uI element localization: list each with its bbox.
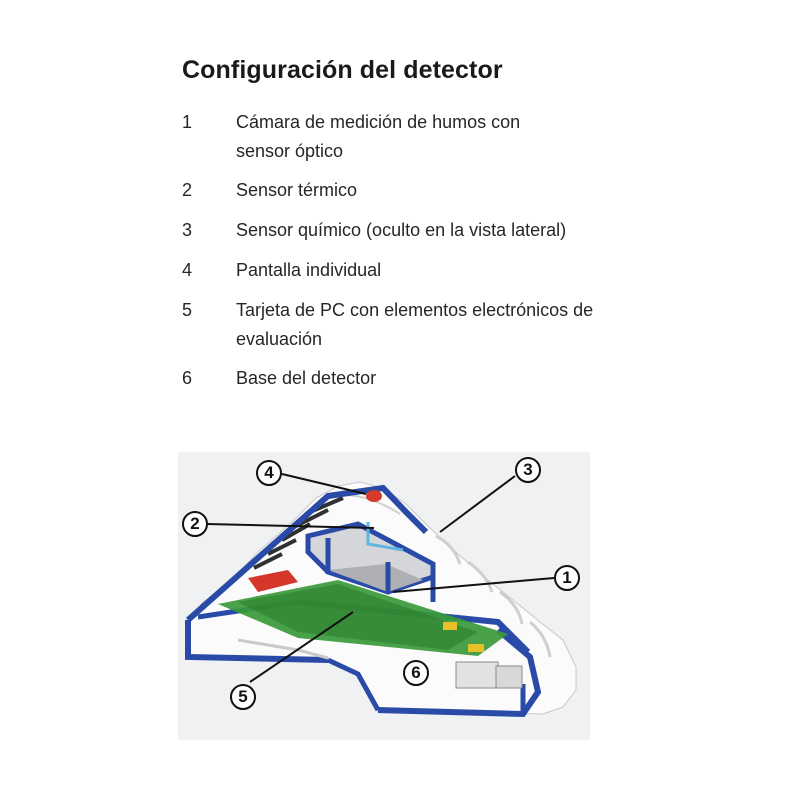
board-component-yellow [468,644,484,652]
leader-line-3 [439,475,516,533]
housing-frame [377,627,542,718]
leader-line-1 [392,577,555,593]
item-number: 4 [182,260,193,280]
base-ring [326,657,381,712]
housing-frame [185,620,329,663]
shell-rib [467,560,494,593]
detector-cutaway-figure: 4 2 3 1 5 6 [178,452,590,740]
terminal-block [455,661,499,689]
callout-6: 6 [403,660,429,686]
board-component-red [248,570,298,592]
list-item: 4 Pantalla individual [182,256,642,296]
pc-board-shadow [238,584,478,650]
item-number: 6 [182,368,193,388]
shell-rib [529,620,552,658]
indicator-led [366,490,382,502]
callout-2: 2 [182,511,208,537]
item-text: Sensor químico (oculto en la vista later… [236,220,567,240]
callout-5: 5 [230,684,256,710]
list-item: 2 Sensor térmico [182,176,642,216]
list-item: 3 Sensor químico (oculto en la vista lat… [182,216,642,256]
list-item: 6 Base del detector [182,364,642,404]
item-text: Tarjeta de PC con elementos electrónicos… [236,300,594,349]
item-text: Pantalla individual [236,260,382,280]
callout-3: 3 [515,457,541,483]
vent-slot [253,552,283,570]
terminal-block [495,665,523,689]
item-number: 5 [182,300,193,320]
list-item: 5 Tarjeta de PC con elementos electrónic… [182,296,642,364]
leader-line-5 [249,611,354,683]
leader-line-2 [206,523,375,529]
item-text: Base del detector [236,368,377,388]
detector-illustration [185,473,577,718]
vent-slot [267,538,297,556]
shell-rib [435,534,462,565]
page-title: Configuración del detector [182,56,503,84]
item-number: 1 [182,112,193,132]
item-number: 3 [182,220,193,240]
item-text: Sensor térmico [236,180,358,200]
thermal-sensor [366,522,404,552]
leader-line-4 [281,473,367,495]
callout-1: 1 [554,565,580,591]
shell-rib [499,590,524,625]
chamber-interior [328,564,423,592]
item-text: Cámara de medición de humos con sensor ó… [236,112,521,161]
board-component-yellow [443,622,457,630]
item-number: 2 [182,180,193,200]
housing-frame [186,484,429,623]
list-item: 1 Cámara de medición de humos con sensor… [182,108,642,176]
component-list: 1 Cámara de medición de humos con sensor… [182,108,642,404]
callout-4: 4 [256,460,282,486]
